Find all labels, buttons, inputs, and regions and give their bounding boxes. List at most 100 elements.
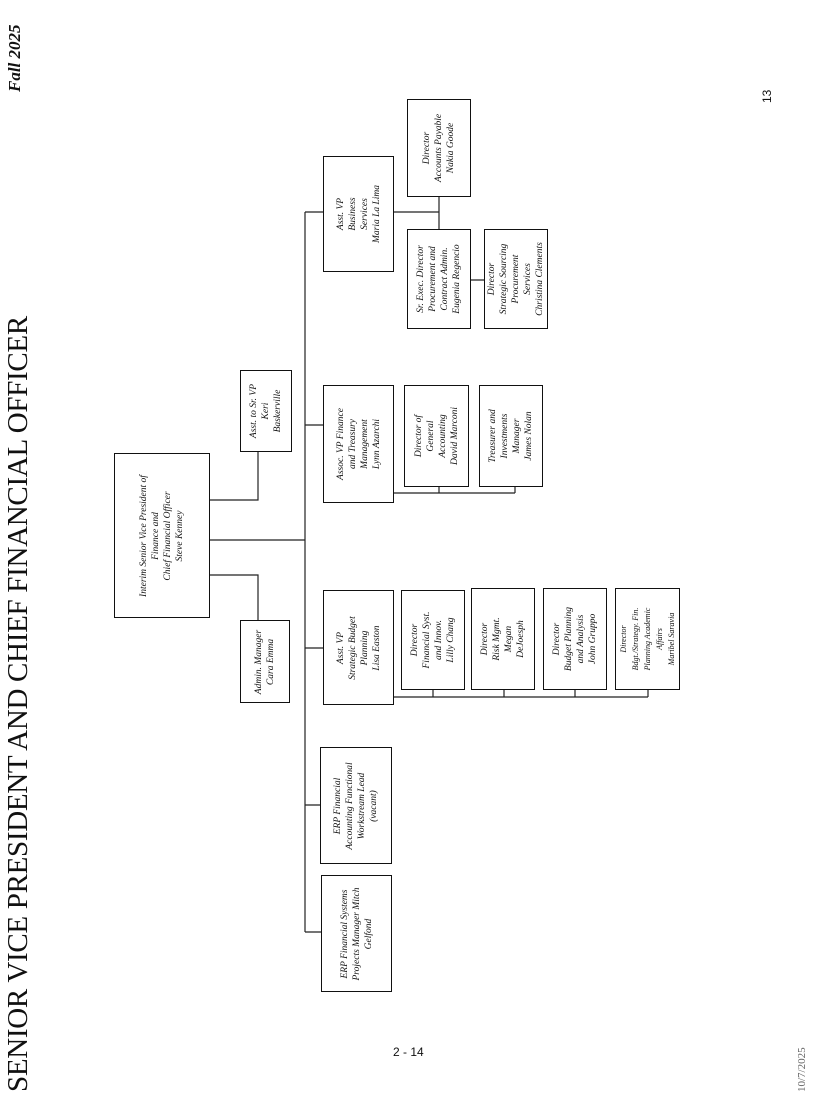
- org-box-line: Asst. to Sr. VP: [249, 383, 259, 439]
- org-box-line: Interim Senior Vice President of: [139, 474, 149, 597]
- org-box-line: Finance and: [151, 511, 161, 560]
- org-box-line: Procurement and: [428, 246, 438, 312]
- org-box-line: (vacant): [369, 789, 379, 822]
- org-box-line: Sr. Exec. Director: [416, 245, 426, 313]
- org-box-line: Director: [487, 262, 497, 296]
- org-box-line: Risk Mgmt.: [492, 617, 502, 661]
- org-box-line: Christina Clements: [535, 242, 545, 316]
- org-box-line: Cara Emma: [266, 638, 276, 685]
- org-box-line: Chief Financial Officer: [163, 490, 173, 581]
- org-box-line: Accounts Payable: [434, 113, 444, 183]
- org-box-line: James Nolan: [524, 411, 534, 461]
- org-box-line: Keri: [261, 402, 271, 420]
- org-box-line: Steve Kenney: [175, 510, 185, 561]
- org-box-line: Planning Academic: [642, 607, 652, 671]
- org-box-line: DeJoesph: [516, 620, 526, 658]
- org-box-line: Director: [618, 625, 628, 653]
- org-box-line: Strategic Sourcing: [499, 243, 509, 315]
- org-box-line: Nakia Goode: [446, 122, 456, 174]
- org-box-line: Accounting: [437, 414, 448, 458]
- org-box-line: Accounting Functional: [345, 761, 355, 850]
- org-box-line: Workstream Lead: [357, 772, 367, 839]
- org-box-line: Bdgt./Strategy. Fin.: [630, 607, 640, 671]
- page-code: 2 - 14: [393, 1045, 424, 1059]
- org-box-line: and Treasury: [347, 418, 358, 470]
- org-box-line: Manager: [512, 418, 522, 454]
- org-box-line: Megan: [504, 625, 514, 653]
- org-box-line: Affairs: [654, 628, 664, 650]
- org-box-line: Management: [359, 419, 370, 469]
- org-box-line: Budget Planning: [564, 606, 574, 672]
- org-box-line: Services: [523, 263, 533, 295]
- org-box-line: Maria La Lima: [371, 184, 382, 244]
- org-box-line: ERP Financial Systems: [339, 889, 350, 979]
- org-box-line: Director: [480, 622, 490, 656]
- org-box-line: Baskerville: [273, 389, 283, 433]
- org-box-line: Lisa Easton: [371, 624, 382, 671]
- org-box-line: Gelfond: [363, 918, 374, 949]
- org-box-line: Projects Manager Mitch: [351, 886, 362, 981]
- org-box-line: Eugenia Regencio: [452, 244, 462, 314]
- org-box-line: ERP Financial: [333, 777, 343, 834]
- org-box-line: Lynn Azarchi: [371, 418, 382, 470]
- org-box-line: Director: [422, 131, 432, 165]
- org-box-line: Director of: [413, 414, 424, 458]
- org-box-line: Procurement: [511, 254, 521, 304]
- org-box-line: Assoc. VP Finance: [335, 408, 346, 480]
- org-box-line: and Innov.: [434, 620, 444, 660]
- org-box-line: Lilly Chang: [446, 617, 456, 663]
- org-box-line: Director: [410, 623, 420, 657]
- org-box-line: Contract Admin.: [440, 247, 450, 311]
- org-box-line: Asst. VP: [335, 631, 346, 664]
- org-box-line: Planning: [359, 630, 370, 665]
- org-box-line: John Gruppo: [588, 613, 598, 665]
- org-box-line: Asst. VP: [335, 197, 346, 231]
- org-box-line: Business: [347, 197, 358, 231]
- org-box-line: Maribel Saravia: [666, 612, 676, 666]
- org-box-line: Financial Syst.: [422, 611, 432, 669]
- org-box-line: and Analysis: [576, 614, 586, 664]
- org-box-line: Admin. Manager: [254, 629, 264, 694]
- org-box-line: Investments: [500, 413, 510, 459]
- org-box-line: General: [425, 420, 436, 452]
- org-box-line: Treasurer and: [488, 409, 498, 463]
- org-box-line: Services: [359, 198, 370, 230]
- org-box-line: David Marconi: [449, 407, 460, 465]
- org-box-line: Strategic Budget: [347, 615, 358, 680]
